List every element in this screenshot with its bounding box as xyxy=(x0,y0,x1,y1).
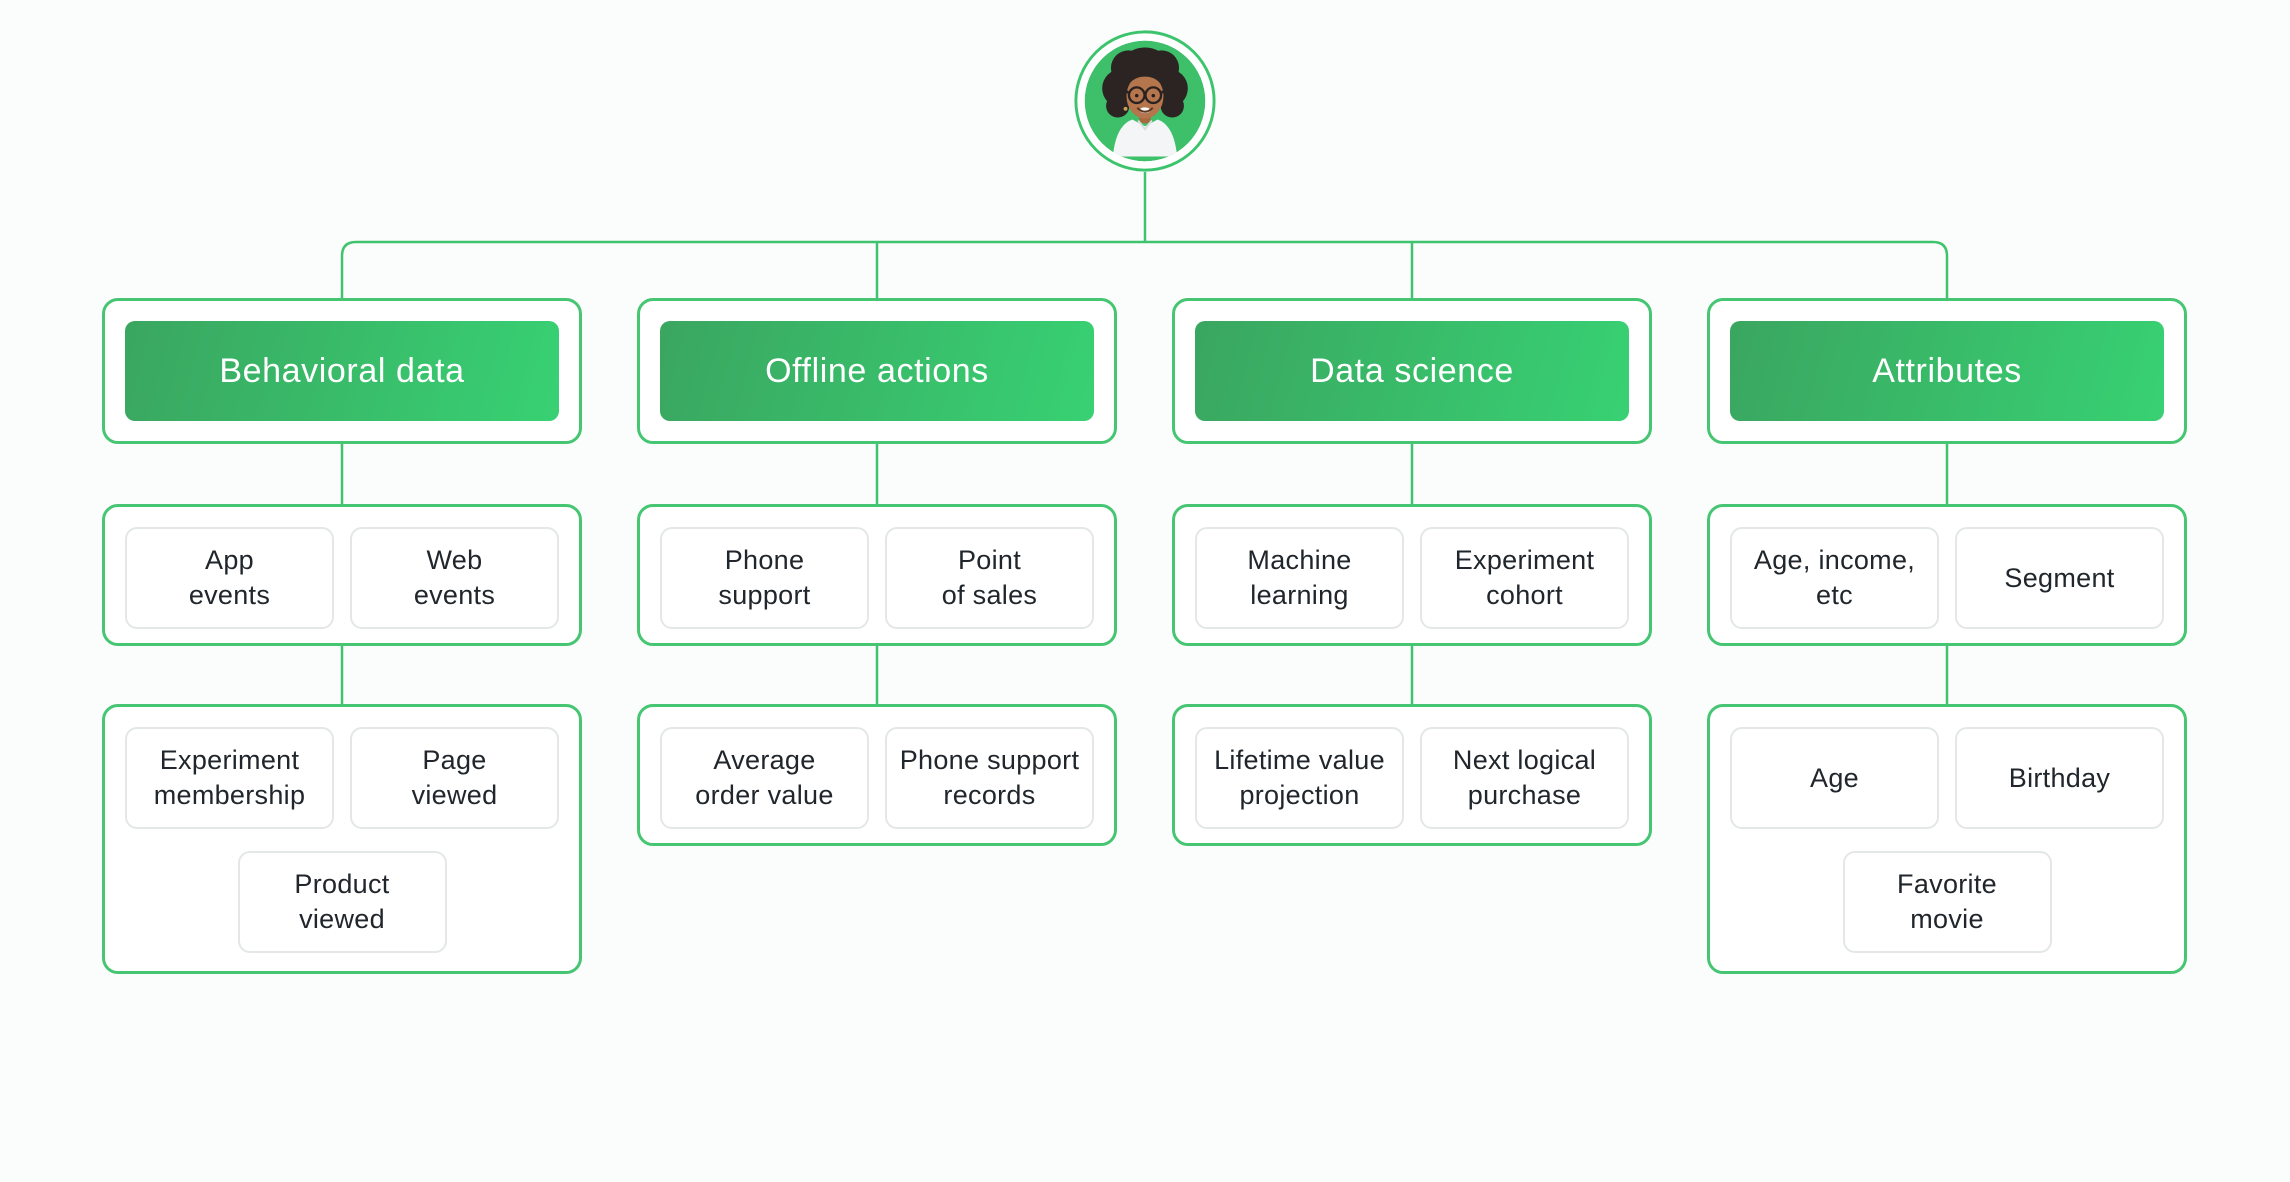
node-box: Web events xyxy=(350,527,559,629)
node-box: Birthday xyxy=(1955,727,2164,829)
node-box: Experiment membership xyxy=(125,727,334,829)
node-box: Phone support xyxy=(660,527,869,629)
node-box: Next logical purchase xyxy=(1420,727,1629,829)
column-data-science: Data science Machine learning Experiment… xyxy=(1172,298,1652,846)
category-header: Attributes xyxy=(1730,321,2164,421)
node-box: Phone support records xyxy=(885,727,1094,829)
node-group: App events Web events xyxy=(102,504,582,646)
column-offline-actions: Offline actions Phone support Point of s… xyxy=(637,298,1117,846)
node-group: Experiment membership Page viewed Produc… xyxy=(102,704,582,974)
node-group: Offline actions xyxy=(637,298,1117,444)
node-box: Age xyxy=(1730,727,1939,829)
node-group: Phone support Point of sales xyxy=(637,504,1117,646)
node-group: Behavioral data xyxy=(102,298,582,444)
node-group: Age, income, etc Segment xyxy=(1707,504,2187,646)
customer-avatar xyxy=(1072,28,1218,174)
category-header: Offline actions xyxy=(660,321,1094,421)
node-box: Experiment cohort xyxy=(1420,527,1629,629)
node-box: Machine learning xyxy=(1195,527,1404,629)
node-box: Segment xyxy=(1955,527,2164,629)
node-box: App events xyxy=(125,527,334,629)
node-box: Point of sales xyxy=(885,527,1094,629)
node-box: Average order value xyxy=(660,727,869,829)
column-attributes: Attributes Age, income, etc Segment Age … xyxy=(1707,298,2187,974)
node-box: Page viewed xyxy=(350,727,559,829)
node-group: Attributes xyxy=(1707,298,2187,444)
category-header: Data science xyxy=(1195,321,1629,421)
node-group: Data science xyxy=(1172,298,1652,444)
avatar-image xyxy=(1074,30,1216,172)
node-group: Age Birthday Favorite movie xyxy=(1707,704,2187,974)
category-header: Behavioral data xyxy=(125,321,559,421)
node-group: Average order value Phone support record… xyxy=(637,704,1117,846)
node-box: Age, income, etc xyxy=(1730,527,1939,629)
node-group: Lifetime value projection Next logical p… xyxy=(1172,704,1652,846)
node-box: Favorite movie xyxy=(1842,851,2052,953)
node-box: Product viewed xyxy=(237,851,447,953)
node-box: Lifetime value projection xyxy=(1195,727,1404,829)
column-behavioral-data: Behavioral data App events Web events Ex… xyxy=(102,298,582,974)
node-group: Machine learning Experiment cohort xyxy=(1172,504,1652,646)
